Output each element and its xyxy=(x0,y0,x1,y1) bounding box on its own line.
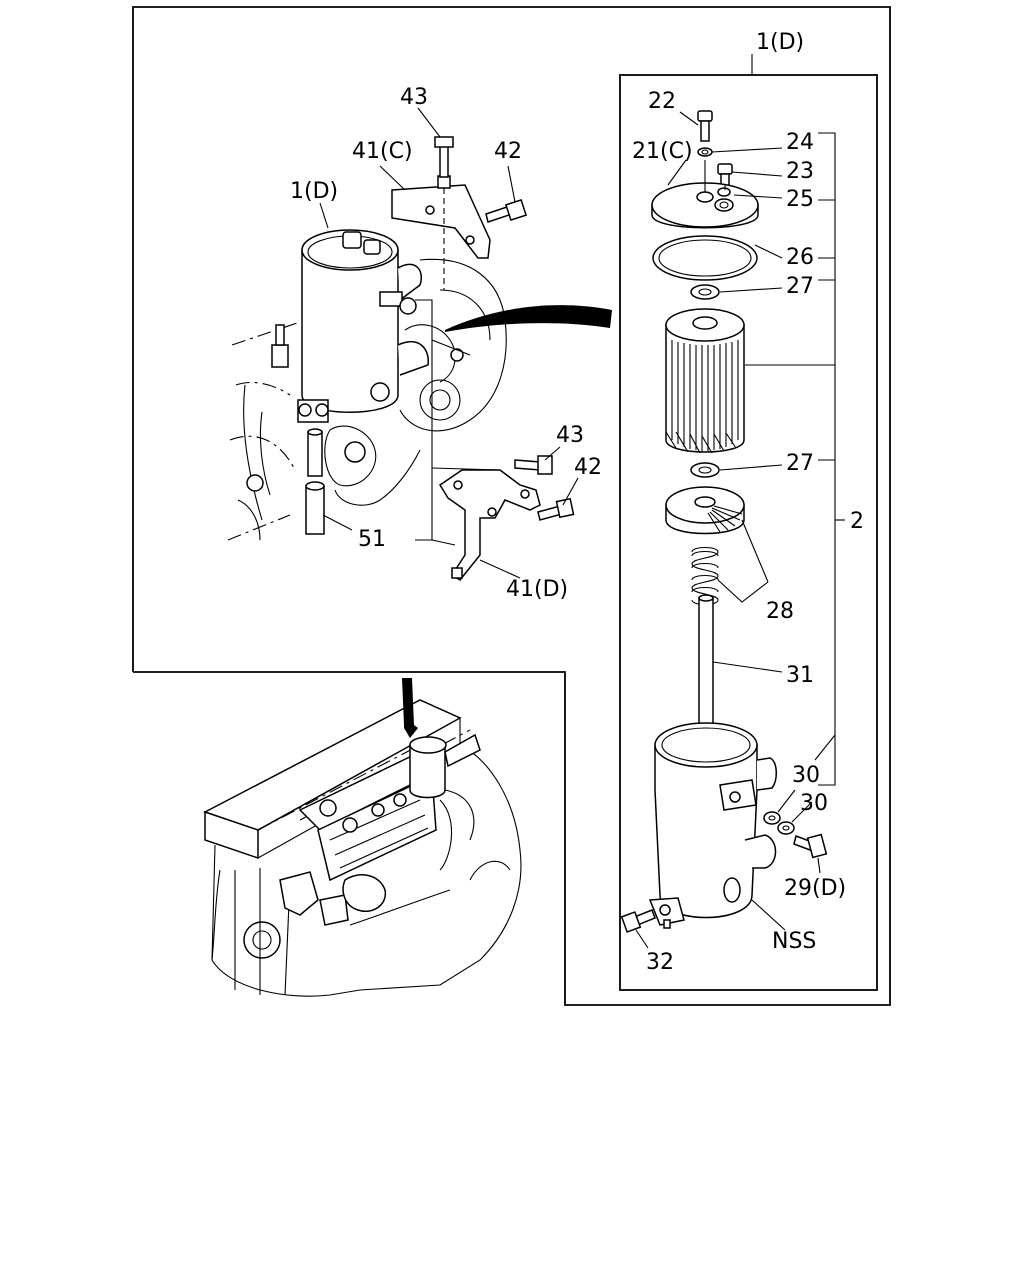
callout-nss: NSS xyxy=(772,929,816,954)
callout-42-upper: 42 xyxy=(494,139,522,164)
callout-22: 22 xyxy=(648,89,676,114)
engine-mount-view xyxy=(227,107,612,581)
outer-frame xyxy=(132,6,891,1006)
callout-27-lower: 27 xyxy=(786,451,814,476)
callout-23: 23 xyxy=(786,159,814,184)
callout-41c: 41(C) xyxy=(352,139,413,164)
callout-43-upper: 43 xyxy=(400,85,428,110)
callout-30-left: 30 xyxy=(792,763,820,788)
callout-25: 25 xyxy=(786,187,814,212)
callout-29d: 29(D) xyxy=(784,876,846,901)
callout-24: 24 xyxy=(786,130,814,155)
callout-31: 31 xyxy=(786,663,814,688)
callout-21c: 21(C) xyxy=(632,139,693,164)
callout-32: 32 xyxy=(646,950,674,975)
callout-43-lower: 43 xyxy=(556,423,584,448)
callout-1d-mounted: 1(D) xyxy=(290,179,338,204)
callout-51: 51 xyxy=(358,527,386,552)
callout-28: 28 xyxy=(766,599,794,624)
callout-26: 26 xyxy=(786,245,814,270)
callout-1d-exploded: 1(D) xyxy=(756,30,804,55)
callout-30-right: 30 xyxy=(800,791,828,816)
callout-27-upper: 27 xyxy=(786,274,814,299)
callout-41d: 41(D) xyxy=(506,577,568,602)
callout-42-lower: 42 xyxy=(574,455,602,480)
engine-overview xyxy=(203,678,522,997)
exploded-view xyxy=(620,54,845,949)
callout-2: 2 xyxy=(850,509,864,534)
